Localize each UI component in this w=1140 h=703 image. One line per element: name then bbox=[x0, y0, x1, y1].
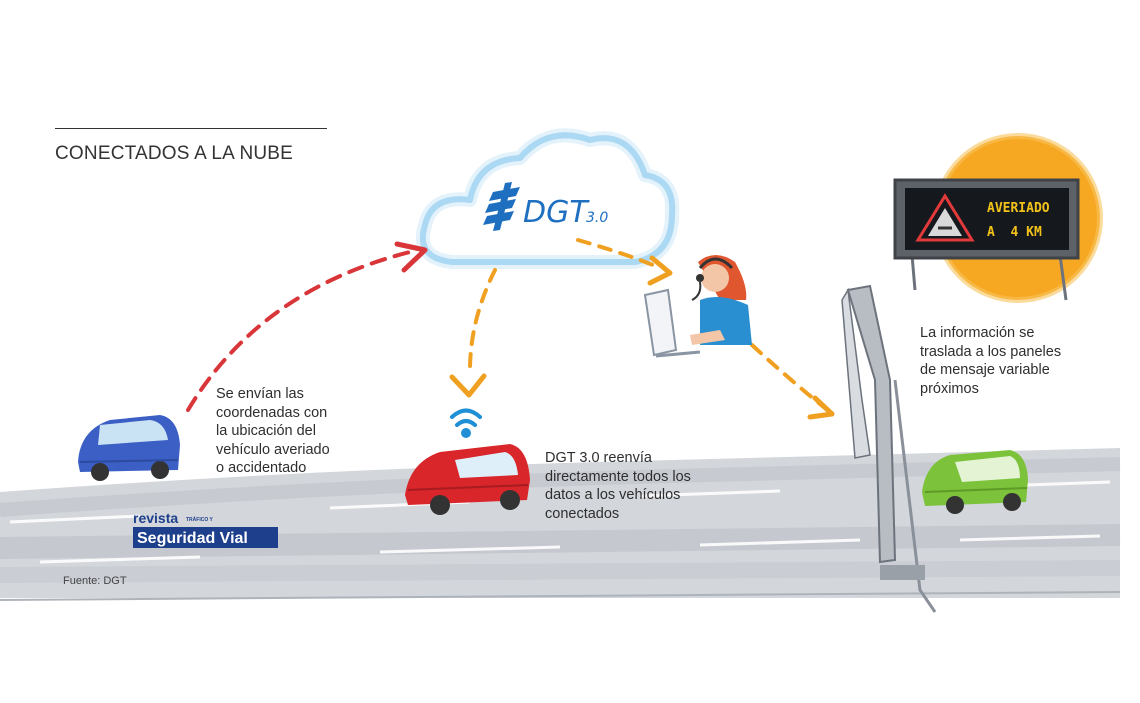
green-car-icon bbox=[922, 450, 1028, 514]
sign-gantry bbox=[841, 254, 1068, 613]
svg-text:TRÁFICO Y: TRÁFICO Y bbox=[186, 516, 214, 523]
panel-line-2: A 4 KM bbox=[987, 225, 1042, 240]
revista-seguridad-vial-logo: revista TRÁFICO Y Seguridad Vial bbox=[133, 510, 278, 548]
dgt-logo-text: DGT bbox=[523, 195, 590, 230]
caption-dgt-forwards: DGT 3.0 reenvía directamente todos los d… bbox=[545, 450, 691, 522]
dgt-logo-icon bbox=[483, 182, 520, 231]
wifi-signal-icon bbox=[450, 408, 482, 438]
cloud-to-car-arrow bbox=[449, 268, 497, 398]
source-note: Fuente: DGT bbox=[63, 575, 127, 587]
warning-triangle-icon bbox=[915, 193, 975, 242]
panel-line-1: AVERIADO bbox=[987, 201, 1050, 216]
title-rule bbox=[55, 128, 327, 129]
page-title: CONECTADOS A LA NUBE bbox=[55, 143, 294, 164]
blue-car-icon bbox=[78, 415, 180, 481]
caption-send-coordinates: Se envían las coordenadas con la ubicaci… bbox=[216, 386, 330, 476]
svg-text:Seguridad Vial: Seguridad Vial bbox=[137, 530, 248, 547]
send-coordinates-arrow bbox=[186, 241, 428, 412]
svg-text:revista: revista bbox=[133, 510, 178, 526]
road bbox=[0, 448, 1121, 601]
dgt-logo-version: 3.0 bbox=[586, 210, 608, 226]
red-car-icon bbox=[405, 444, 530, 515]
cloud-to-operator-arrow bbox=[576, 238, 673, 286]
operator-to-panel-arrow bbox=[750, 343, 835, 420]
operator-with-headset-icon bbox=[643, 255, 752, 358]
variable-message-panel bbox=[893, 178, 1080, 260]
cloud bbox=[415, 128, 680, 269]
caption-message-panels: La información se traslada a los paneles… bbox=[920, 325, 1062, 397]
